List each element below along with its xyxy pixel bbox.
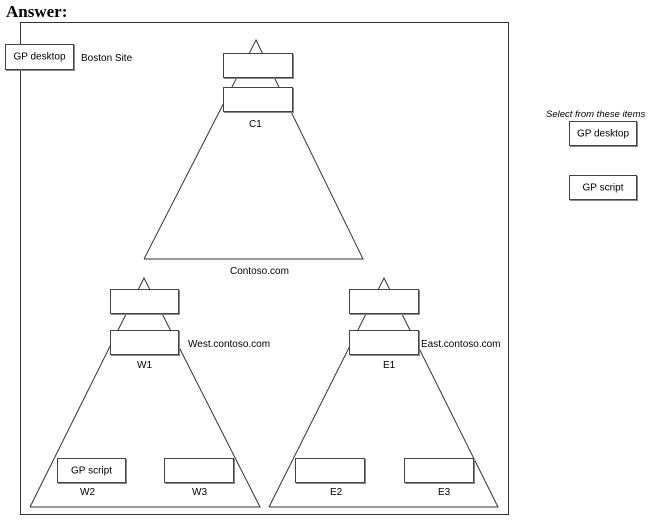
site-gpo-slot[interactable]: GP desktop <box>5 44 74 70</box>
e1-label: E1 <box>383 360 396 371</box>
palette-item-gp-script-label: GP script <box>582 182 624 193</box>
diagram-frame <box>20 22 509 515</box>
palette-item-gp-script[interactable]: GP script <box>569 175 637 200</box>
east-domain-name: East.contoso.com <box>421 339 501 350</box>
c1-gpo-slot[interactable] <box>223 87 293 112</box>
palette-title: Select from these items <box>546 109 646 120</box>
c1-label: C1 <box>249 119 262 130</box>
e1-gpo-slot[interactable] <box>349 330 419 355</box>
palette-item-gp-desktop-label: GP desktop <box>576 128 630 139</box>
answer-heading: Answer: <box>6 2 68 21</box>
root-domain-name: Contoso.com <box>230 266 289 277</box>
west-domain-name: West.contoso.com <box>188 339 271 350</box>
w3-label: W3 <box>192 487 207 498</box>
w3-gpo-slot[interactable] <box>164 458 234 483</box>
e2-label: E2 <box>330 487 343 498</box>
w2-label: W2 <box>80 487 95 498</box>
e3-gpo-slot[interactable] <box>404 458 474 483</box>
e2-gpo-slot[interactable] <box>295 458 365 483</box>
east-domain-triangle <box>268 276 499 508</box>
root-domain-triangle <box>143 38 364 260</box>
root-domain-gpo-slot[interactable] <box>223 53 293 78</box>
site-gpo-label: GP desktop <box>13 51 66 63</box>
west-domain-gpo-slot[interactable] <box>110 289 179 314</box>
e3-label: E3 <box>438 487 451 498</box>
west-domain-triangle <box>29 276 261 508</box>
east-domain-gpo-slot[interactable] <box>349 289 419 314</box>
palette-item-gp-desktop[interactable]: GP desktop <box>569 121 637 146</box>
site-name: Boston Site <box>81 53 133 64</box>
w1-label: W1 <box>137 360 152 371</box>
w2-gpo-label: GP script <box>71 465 112 476</box>
w1-gpo-slot[interactable] <box>110 330 179 355</box>
w2-gpo-slot[interactable]: GP script <box>57 458 126 483</box>
